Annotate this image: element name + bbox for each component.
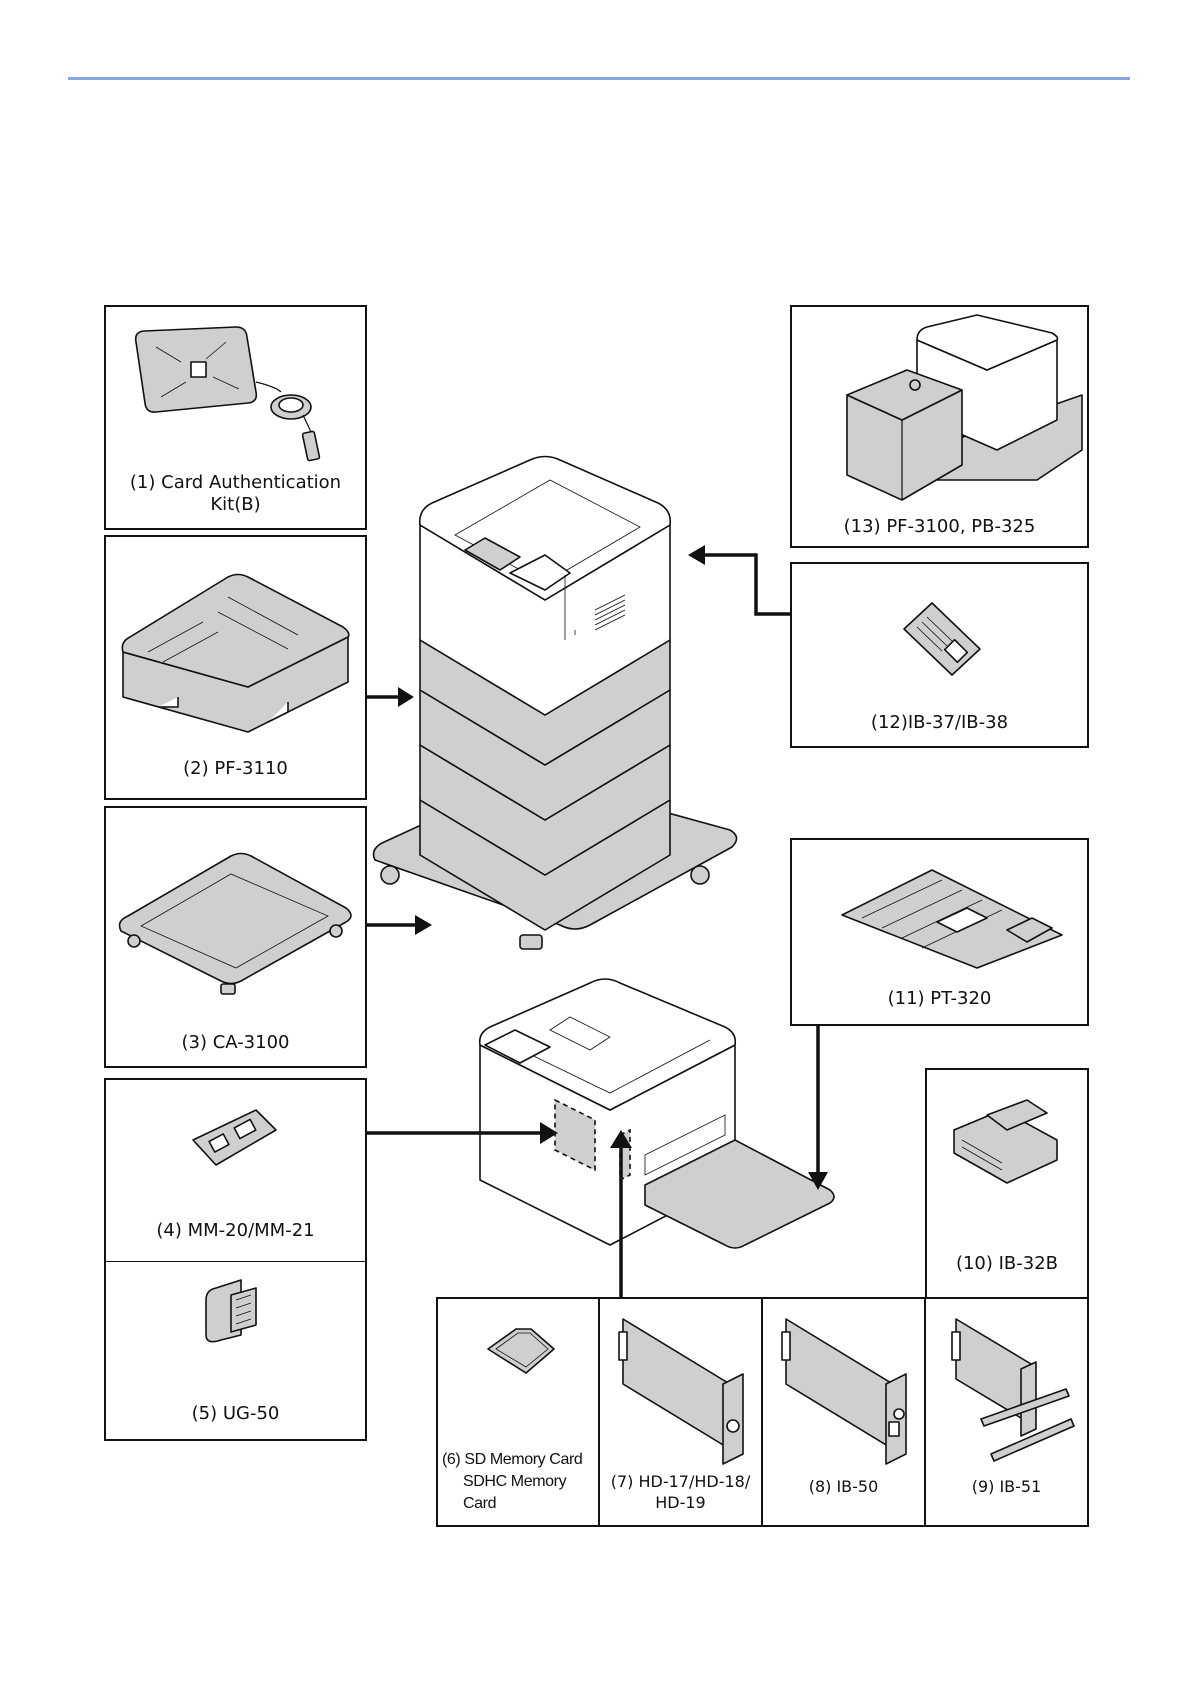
option-label: (1) Card Authentication Kit(B): [106, 472, 365, 516]
option-label-line: SDHC Memory Card: [442, 1471, 598, 1515]
option-sd-memory-card: (6) SD Memory Card SDHC Memory Card: [436, 1297, 600, 1527]
memory-module-icon: [191, 1105, 281, 1175]
option-label: (5) UG-50: [106, 1403, 365, 1425]
option-label: (11) PT-320: [792, 988, 1087, 1010]
option-label-line: (6) SD Memory Card: [442, 1449, 598, 1471]
ssd-card-icon: [618, 1314, 743, 1464]
divider: [106, 1261, 365, 1262]
option-label: (10) IB-32B: [927, 1253, 1087, 1275]
option-label: (13) PF-3100, PB-325: [792, 516, 1087, 538]
option-label: (3) CA-3100: [106, 1032, 365, 1054]
option-output-tray-pt320: (11) PT-320: [790, 838, 1089, 1026]
caster-base-icon: [116, 846, 356, 996]
option-wireless-module: (12)IB-37/IB-38: [790, 562, 1089, 748]
option-caster-base-ca3100: (3) CA-3100: [104, 806, 367, 1068]
option-large-capacity-feeder: (13) PF-3100, PB-325: [790, 305, 1089, 548]
option-parallel-interface: (10) IB-32B: [925, 1068, 1089, 1299]
output-tray-icon: [837, 860, 1062, 970]
network-card-icon: [781, 1314, 906, 1464]
option-label: (8) IB-50: [763, 1476, 924, 1497]
upgrade-kit-icon: [201, 1280, 271, 1355]
card-reader-icon: [131, 327, 331, 477]
option-paper-feeder-pf3110: (2) PF-3110: [104, 535, 367, 800]
option-ssd-hd17: (7) HD-17/HD-18/ HD-19: [598, 1297, 763, 1527]
parallel-interface-icon: [952, 1105, 1062, 1185]
wireless-module-icon: [902, 599, 982, 679]
option-label: (12)IB-37/IB-38: [792, 712, 1087, 734]
option-label: (6) SD Memory Card SDHC Memory Card: [442, 1449, 598, 1515]
option-wireless-card-ib51: (9) IB-51: [924, 1297, 1089, 1527]
wireless-card-icon: [951, 1314, 1081, 1464]
option-label-line: (7) HD-17/HD-18/: [600, 1471, 761, 1492]
option-label-line: HD-19: [600, 1492, 761, 1513]
header-rule: [68, 77, 1130, 80]
option-memory-module-group: (4) MM-20/MM-21 (5) UG-50: [104, 1078, 367, 1441]
large-capacity-feeder-icon: [847, 315, 1082, 510]
sd-card-icon: [486, 1327, 556, 1377]
option-label: (2) PF-3110: [106, 758, 365, 780]
option-network-card-ib50: (8) IB-50: [761, 1297, 926, 1527]
printer-stack-icon: [370, 455, 740, 995]
option-card-authentication-kit: (1) Card Authentication Kit(B): [104, 305, 367, 530]
option-label: (9) IB-51: [926, 1476, 1087, 1497]
option-label: (4) MM-20/MM-21: [106, 1220, 365, 1242]
option-label: (7) HD-17/HD-18/ HD-19: [600, 1471, 761, 1513]
paper-feeder-icon: [118, 557, 353, 737]
